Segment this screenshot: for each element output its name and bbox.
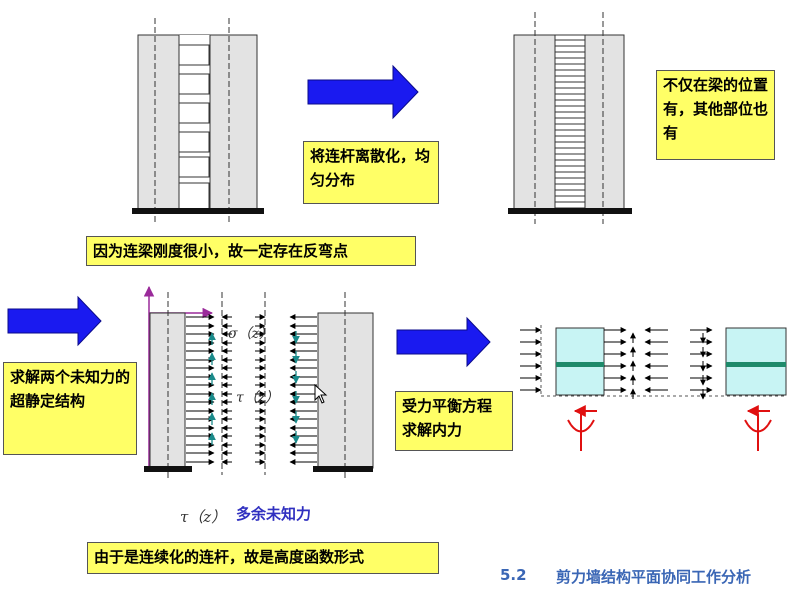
note-balance: 受力平衡方程求解内力: [395, 391, 513, 451]
big-arrow-2: [7, 295, 102, 347]
note-solve: 求解两个未知力的超静定结构: [3, 362, 137, 455]
wall-discretized: [508, 12, 632, 224]
mouse-cursor-icon: [314, 383, 328, 404]
footer-title: 剪力墙结构平面协同工作分析: [556, 568, 752, 586]
note-height-function: 由于是连续化的连杆，故是高度函数形式: [87, 542, 439, 574]
note-inflection: 因为连梁刚度很小，故一定存在反弯点: [86, 236, 416, 266]
force-diagram: [143, 285, 374, 478]
note-discretize: 将连杆离散化，均匀分布: [303, 141, 439, 204]
reaction-symbol-right: [744, 405, 772, 451]
label-tau-bottom: τ（z）: [180, 508, 227, 526]
label-sigma: σ（z）: [228, 326, 273, 342]
label-redundant: 多余未知力: [236, 505, 312, 523]
label-tau-mid: τ（z）: [236, 390, 280, 406]
big-arrow-3: [396, 316, 491, 368]
big-arrow-1: [307, 64, 419, 120]
note-not-only: 不仅在梁的位置有，其他部位也有: [656, 70, 775, 160]
reaction-symbol-left: [567, 405, 597, 451]
equilibrium-diagram: [520, 325, 787, 451]
wall-with-openings: [132, 18, 264, 222]
footer-section-number: 5.2: [500, 566, 527, 584]
